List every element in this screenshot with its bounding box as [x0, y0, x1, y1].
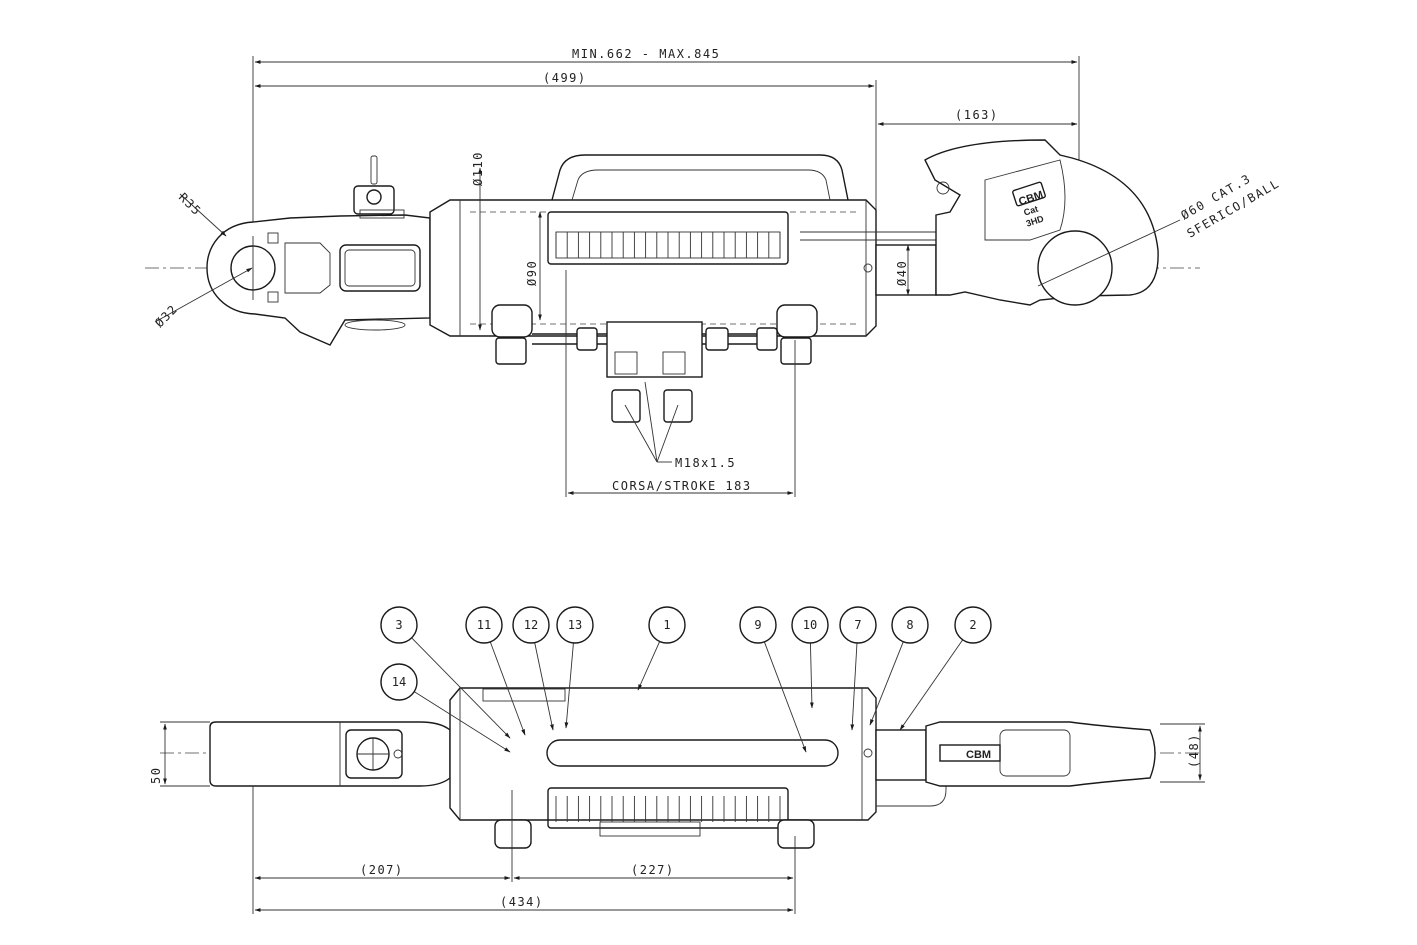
balloon-10 [791, 606, 829, 644]
dim-min-max: MIN.662 - MAX.845 [572, 47, 720, 61]
piston-rod [875, 244, 937, 296]
dim-499: (499) [543, 71, 587, 85]
dia-110: Ø110 [471, 151, 485, 186]
balloon-1 [648, 606, 686, 644]
dim-50: 50 [149, 767, 163, 784]
dim-434: (434) [500, 895, 544, 909]
stroke-scale [547, 211, 789, 265]
eye-end-side [209, 721, 451, 787]
carry-handle [551, 154, 849, 201]
ball-hitch-side [925, 721, 1156, 787]
cbm-logo-side: CBM [966, 749, 991, 761]
balloon-label: 3 [395, 618, 402, 632]
dia-32: Ø32 [152, 302, 180, 330]
balloon-label: 7 [854, 618, 861, 632]
cylinder-barrel-side [449, 687, 877, 821]
balloon-3 [380, 606, 418, 644]
dim-227: (227) [631, 863, 675, 877]
hitch-ball [1037, 230, 1113, 306]
balloon-13 [556, 606, 594, 644]
radius-35: R35 [176, 190, 204, 218]
balloon-label: 13 [568, 618, 582, 632]
stroke-dimension: CORSA/STROKE 183 [612, 479, 752, 493]
thread-callout: M18x1.5 [675, 456, 736, 470]
indicator-slot [546, 739, 839, 767]
dia-90: Ø90 [525, 260, 539, 286]
balloon-label: 11 [477, 618, 491, 632]
cbm-cat-label: Cat [1022, 204, 1039, 218]
balloon-2 [954, 606, 992, 644]
balloon-12 [512, 606, 550, 644]
piston-rod-side [875, 729, 927, 781]
balloon-label: 9 [754, 618, 761, 632]
label-plate [482, 688, 566, 702]
valve-block [606, 321, 703, 378]
eye-end [206, 214, 431, 346]
scale-ticks [555, 796, 781, 822]
dim-48: (48) [1187, 733, 1201, 768]
balloon-7 [839, 606, 877, 644]
balloon-label: 14 [392, 675, 406, 689]
scale-ticks [555, 232, 781, 258]
balloon-label: 10 [803, 618, 817, 632]
cbm-logo-plate [1012, 181, 1046, 207]
balloon-9 [739, 606, 777, 644]
balloon-label: 2 [969, 618, 976, 632]
balloon-8 [891, 606, 929, 644]
balloon-11 [465, 606, 503, 644]
dia-40: Ø40 [895, 260, 909, 286]
dim-207: (207) [360, 863, 404, 877]
top-view: MIN.662 - MAX.845 (499) (163) [145, 47, 1282, 497]
balloon-label: 8 [906, 618, 913, 632]
dim-163: (163) [955, 108, 999, 122]
bottom-view: CBM 3 11 12 13 1 9 10 7 8 2 14 50 (48) (207) (227)… [149, 606, 1205, 914]
part-balloons: 3 11 12 13 1 9 10 7 8 2 14 [380, 606, 992, 753]
balloon-label: 12 [524, 618, 538, 632]
stroke-scale-side [547, 787, 789, 829]
balloon-label: 1 [663, 618, 670, 632]
balloon-14 [380, 663, 418, 701]
